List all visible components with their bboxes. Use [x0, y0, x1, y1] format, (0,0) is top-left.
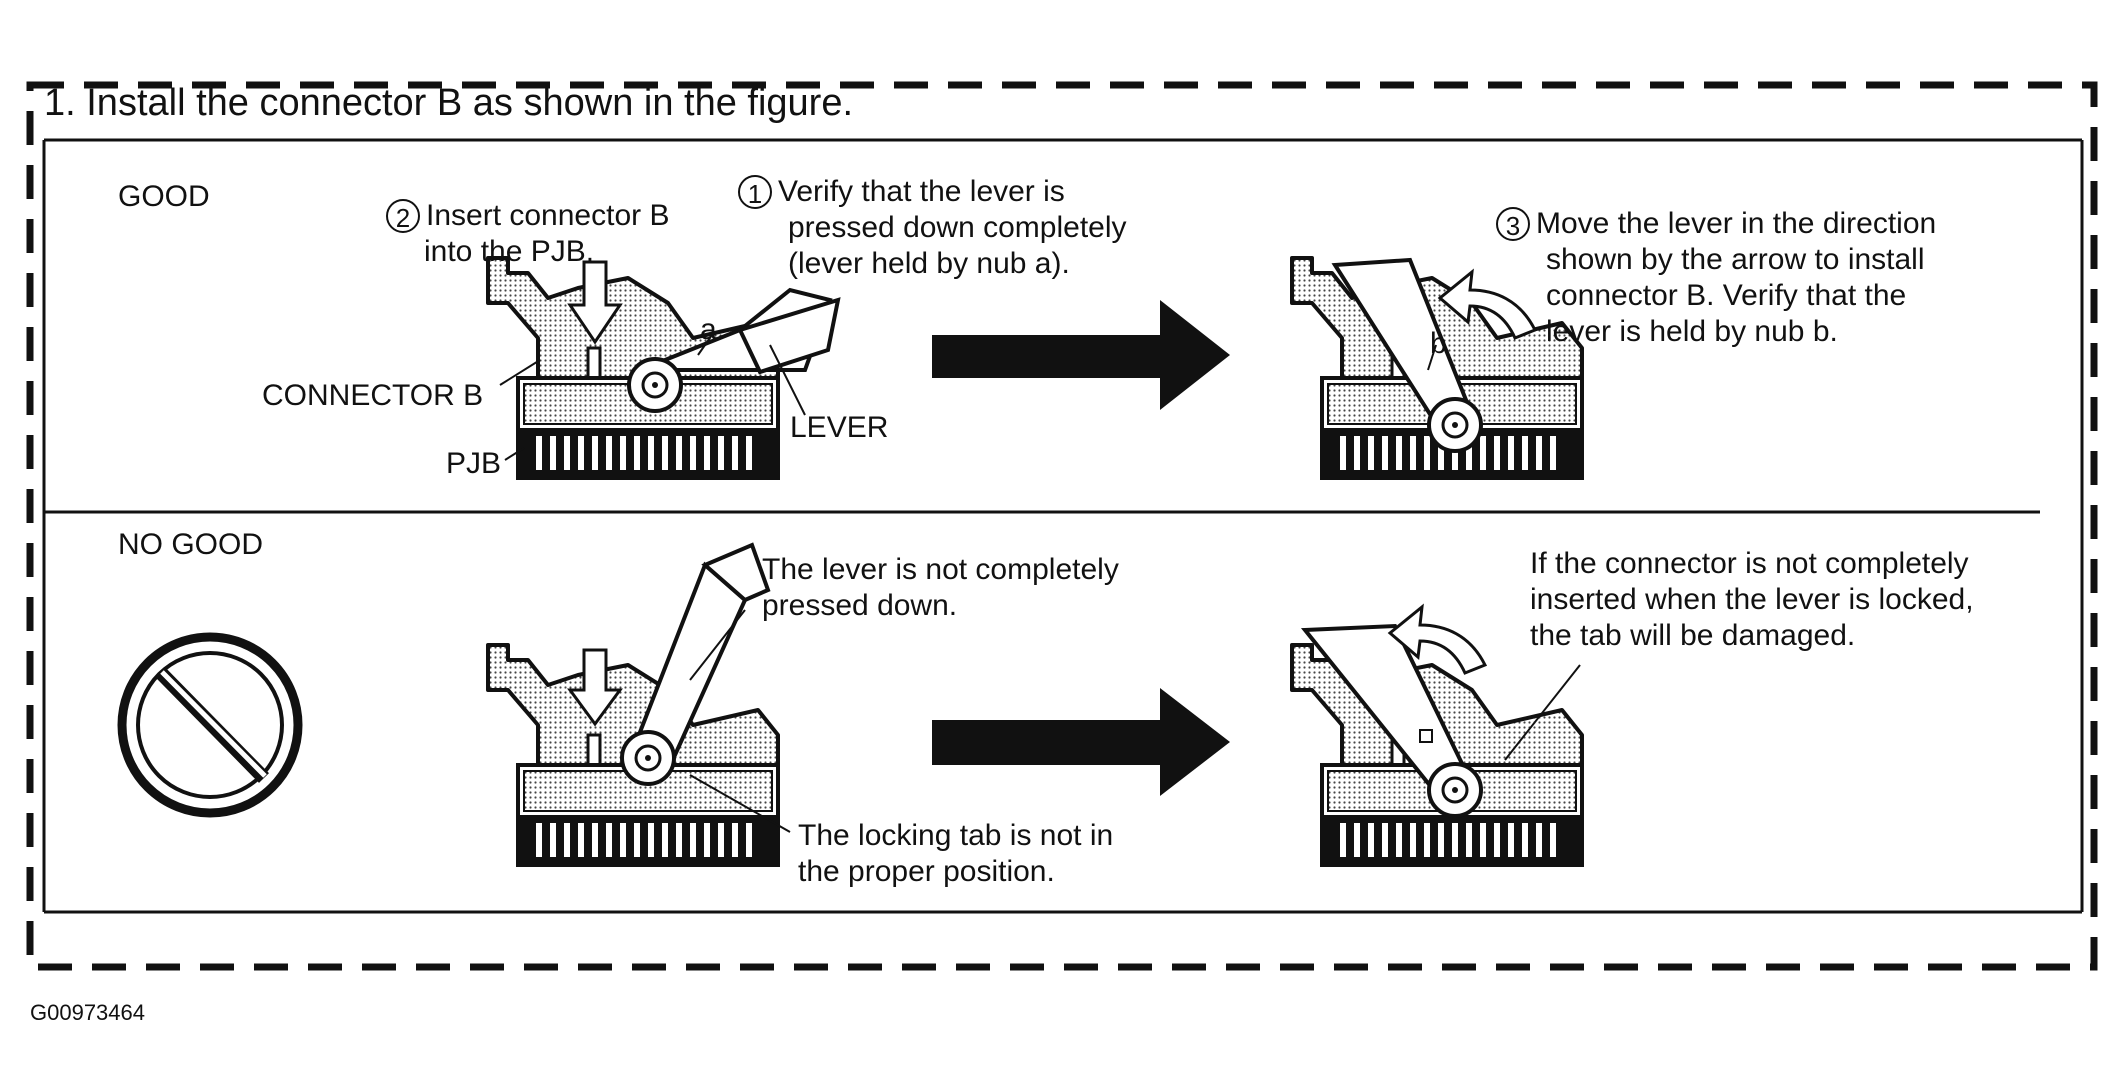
nogood-note3-line1: If the connector is not completely [1530, 547, 1969, 580]
step3-line1: Move the lever in the direction [1536, 207, 1937, 240]
good-diagram-after [1290, 256, 1584, 480]
good-heading: GOOD [118, 180, 210, 213]
lever-label: LEVER [790, 411, 889, 444]
step3-line2: shown by the arrow to install [1546, 243, 1925, 276]
nogood-note2-line2: the proper position. [798, 855, 1055, 888]
nogood-note1-line2: pressed down. [762, 589, 958, 622]
nogood-heading: NO GOOD [118, 528, 264, 561]
nogood-note1-line1: The lever is not completely [762, 553, 1119, 586]
nub-b-label: b [1430, 327, 1447, 360]
nogood-diagram-after [1290, 603, 1584, 867]
step3-line3: connector B. Verify that the [1546, 279, 1907, 312]
transition-arrow-good [932, 300, 1230, 410]
nogood-note2-line1: The locking tab is not in [798, 819, 1114, 852]
step2-line2: into the PJB. [424, 235, 595, 268]
step1-line1: Verify that the lever is [778, 175, 1065, 208]
prohibited-icon [117, 632, 303, 818]
nogood-note3-line2: inserted when the lever is locked, [1530, 583, 1974, 616]
instruction-title: 1. Install the connector B as shown in t… [44, 82, 854, 124]
step1-line3: (lever held by nub a). [788, 247, 1070, 280]
figure-code: G00973464 [30, 1000, 145, 1025]
step1-number: 1 [738, 175, 772, 209]
pjb-label: PJB [446, 447, 502, 480]
transition-arrow-nogood [932, 688, 1230, 796]
connector-b-label: CONNECTOR B [262, 379, 484, 412]
step3-line4: lever is held by nub b. [1546, 315, 1838, 348]
dashed-frame [26, 81, 2098, 971]
step3-number: 3 [1496, 207, 1530, 241]
step1-line2: pressed down completely [788, 211, 1127, 244]
nogood-note3-line3: the tab will be damaged. [1530, 619, 1856, 652]
inner-panel [42, 138, 2084, 914]
good-diagram-before [486, 256, 841, 480]
step2-number: 2 [386, 199, 420, 233]
nub-a-label: a [700, 313, 717, 346]
step2-line1: Insert connector B [426, 199, 670, 232]
nogood-diagram-before [486, 542, 791, 867]
